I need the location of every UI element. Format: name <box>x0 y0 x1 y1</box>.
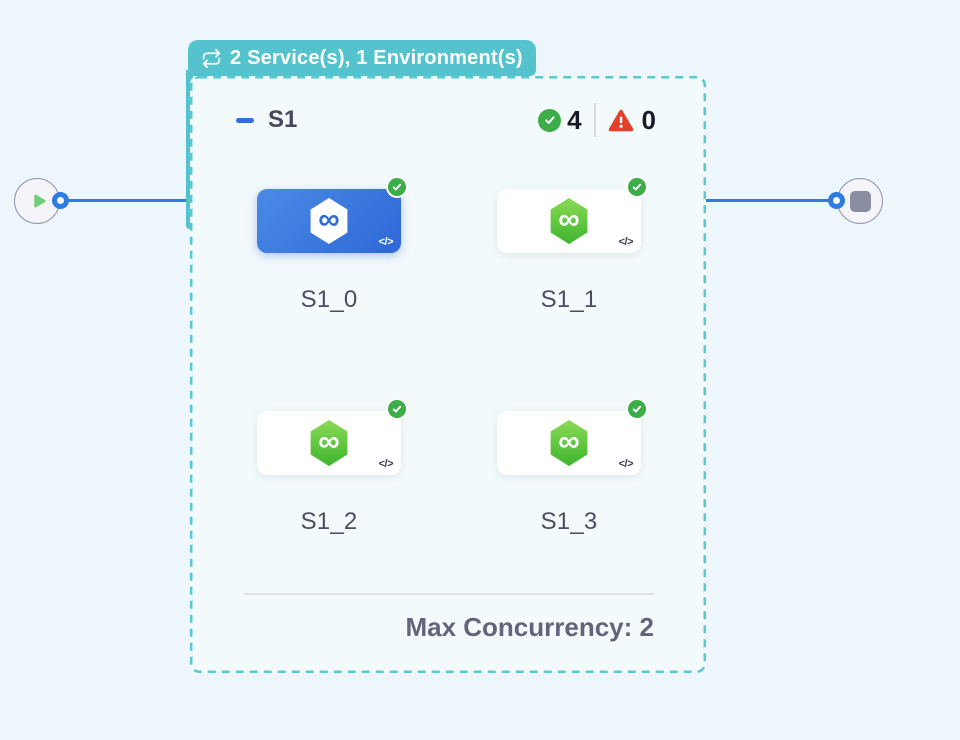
collapse-stage-button[interactable] <box>236 117 254 123</box>
service-tile: ∞ </> S1_1 <box>497 176 648 314</box>
max-concurrency-value: 2 <box>639 612 654 642</box>
infinity-icon: ∞ <box>318 424 340 458</box>
end-node-in-port[interactable] <box>828 192 845 209</box>
stage-footer-divider <box>244 593 654 595</box>
service-label: S1_0 <box>300 286 358 313</box>
stage-accent-strip <box>186 70 193 229</box>
stage-name: S1 <box>268 106 298 133</box>
success-badge-icon <box>386 176 408 198</box>
edge-stage-to-end <box>705 199 838 202</box>
infinity-icon: ∞ <box>318 202 340 236</box>
stage-status-group: 4 0 <box>538 103 662 137</box>
success-badge-icon <box>626 176 648 198</box>
loop-icon <box>201 48 222 69</box>
code-icon: </> <box>378 236 394 248</box>
success-check-icon <box>538 108 562 132</box>
services-environments-badge[interactable]: 2 Service(s), 1 Environment(s) <box>188 40 536 76</box>
stage-dashed-border <box>190 76 706 673</box>
stage-header: S1 4 0 <box>236 102 662 138</box>
error-count: 0 <box>641 104 656 135</box>
success-badge-icon <box>386 398 408 420</box>
max-concurrency-label: Max Concurrency: <box>405 612 633 642</box>
max-concurrency: Max Concurrency: 2 <box>405 612 654 643</box>
service-label: S1_3 <box>540 508 598 535</box>
infinity-icon: ∞ <box>558 202 580 236</box>
service-card-s1-3[interactable]: ∞ </> <box>497 398 648 475</box>
play-icon <box>26 191 49 211</box>
success-count: 4 <box>567 104 582 135</box>
service-card-s1-1[interactable]: ∞ </> <box>497 176 648 253</box>
service-label: S1_2 <box>300 508 358 535</box>
service-tile: ∞ </> S1_2 <box>257 398 408 536</box>
service-hexagon-icon: ∞ <box>550 420 588 466</box>
end-node[interactable] <box>837 178 883 224</box>
services-environments-label: 2 Service(s), 1 Environment(s) <box>230 46 523 69</box>
service-tile: ∞ </> S1_0 <box>257 176 408 314</box>
service-hexagon-icon: ∞ <box>550 198 588 244</box>
code-icon: </> <box>618 236 634 248</box>
service-card-s1-2[interactable]: ∞ </> <box>257 398 408 475</box>
infinity-icon: ∞ <box>558 424 580 458</box>
stop-icon <box>849 190 871 212</box>
start-node-out-port[interactable] <box>52 192 69 209</box>
code-icon: </> <box>378 458 394 470</box>
service-hexagon-icon: ∞ <box>310 198 348 244</box>
service-tile: ∞ </> S1_3 <box>497 398 648 536</box>
service-hexagon-icon: ∞ <box>310 420 348 466</box>
code-icon: </> <box>618 458 634 470</box>
stage-container[interactable]: S1 4 0 ∞ </> <box>190 76 706 673</box>
service-label: S1_1 <box>540 286 598 313</box>
error-warning-icon <box>608 109 634 132</box>
service-card-s1-0[interactable]: ∞ </> <box>257 176 408 253</box>
edge-start-to-stage <box>60 199 191 202</box>
success-badge-icon <box>626 398 648 420</box>
status-divider <box>593 103 596 137</box>
